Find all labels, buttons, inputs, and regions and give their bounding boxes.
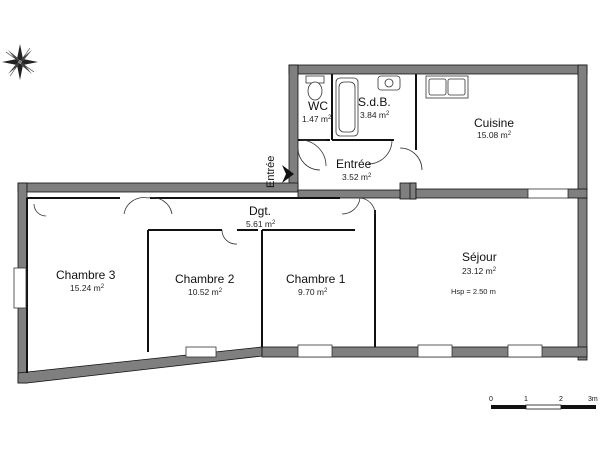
entry-label: Entrée [265, 156, 277, 188]
room-dgt-area: 5.61 m2 [246, 219, 276, 229]
room-chambre2-area: 10.52 m2 [188, 287, 223, 297]
room-cuisine-name: Cuisine [474, 116, 514, 130]
bathtub-icon [335, 77, 359, 137]
kitchen-counter-icon [425, 75, 469, 99]
scale-tick-0: 0 [489, 396, 493, 403]
windows [13, 188, 569, 358]
toilet-icon [305, 75, 325, 101]
door-swings [33, 139, 423, 245]
room-sejour-area: 23.12 m2 [462, 266, 497, 276]
room-chambre3-name: Chambre 3 [56, 268, 116, 282]
room-sejour-note: Hsp = 2.50 m [451, 287, 496, 296]
room-chambre1-name: Chambre 1 [286, 272, 346, 286]
scale-tick-3: 3m [588, 396, 598, 403]
room-sejour-name: Séjour [462, 250, 497, 264]
room-cuisine-area: 15.08 m2 [477, 130, 512, 140]
room-wc-area: 1.47 m2 [302, 114, 332, 124]
room-entree-area: 3.52 m2 [342, 172, 372, 182]
room-dgt-name: Dgt. [249, 204, 271, 218]
room-sdb-name: S.d.B. [358, 95, 391, 109]
room-sdb-area: 3.84 m2 [360, 110, 390, 120]
room-chambre3-area: 15.24 m2 [70, 283, 105, 293]
walls [17, 64, 588, 384]
room-entree-name: Entrée [336, 157, 372, 171]
scale-bar: 0 1 2 3m [489, 396, 598, 410]
room-chambre1-area: 9.70 m2 [298, 287, 328, 297]
room-wc-name: WC [308, 99, 328, 113]
sink-icon [377, 75, 401, 91]
compass-rose-icon [2, 44, 38, 80]
scale-tick-1: 1 [524, 396, 528, 403]
room-chambre2-name: Chambre 2 [175, 272, 235, 286]
entry-arrow-icon [282, 165, 294, 183]
scale-tick-2: 2 [559, 396, 563, 403]
